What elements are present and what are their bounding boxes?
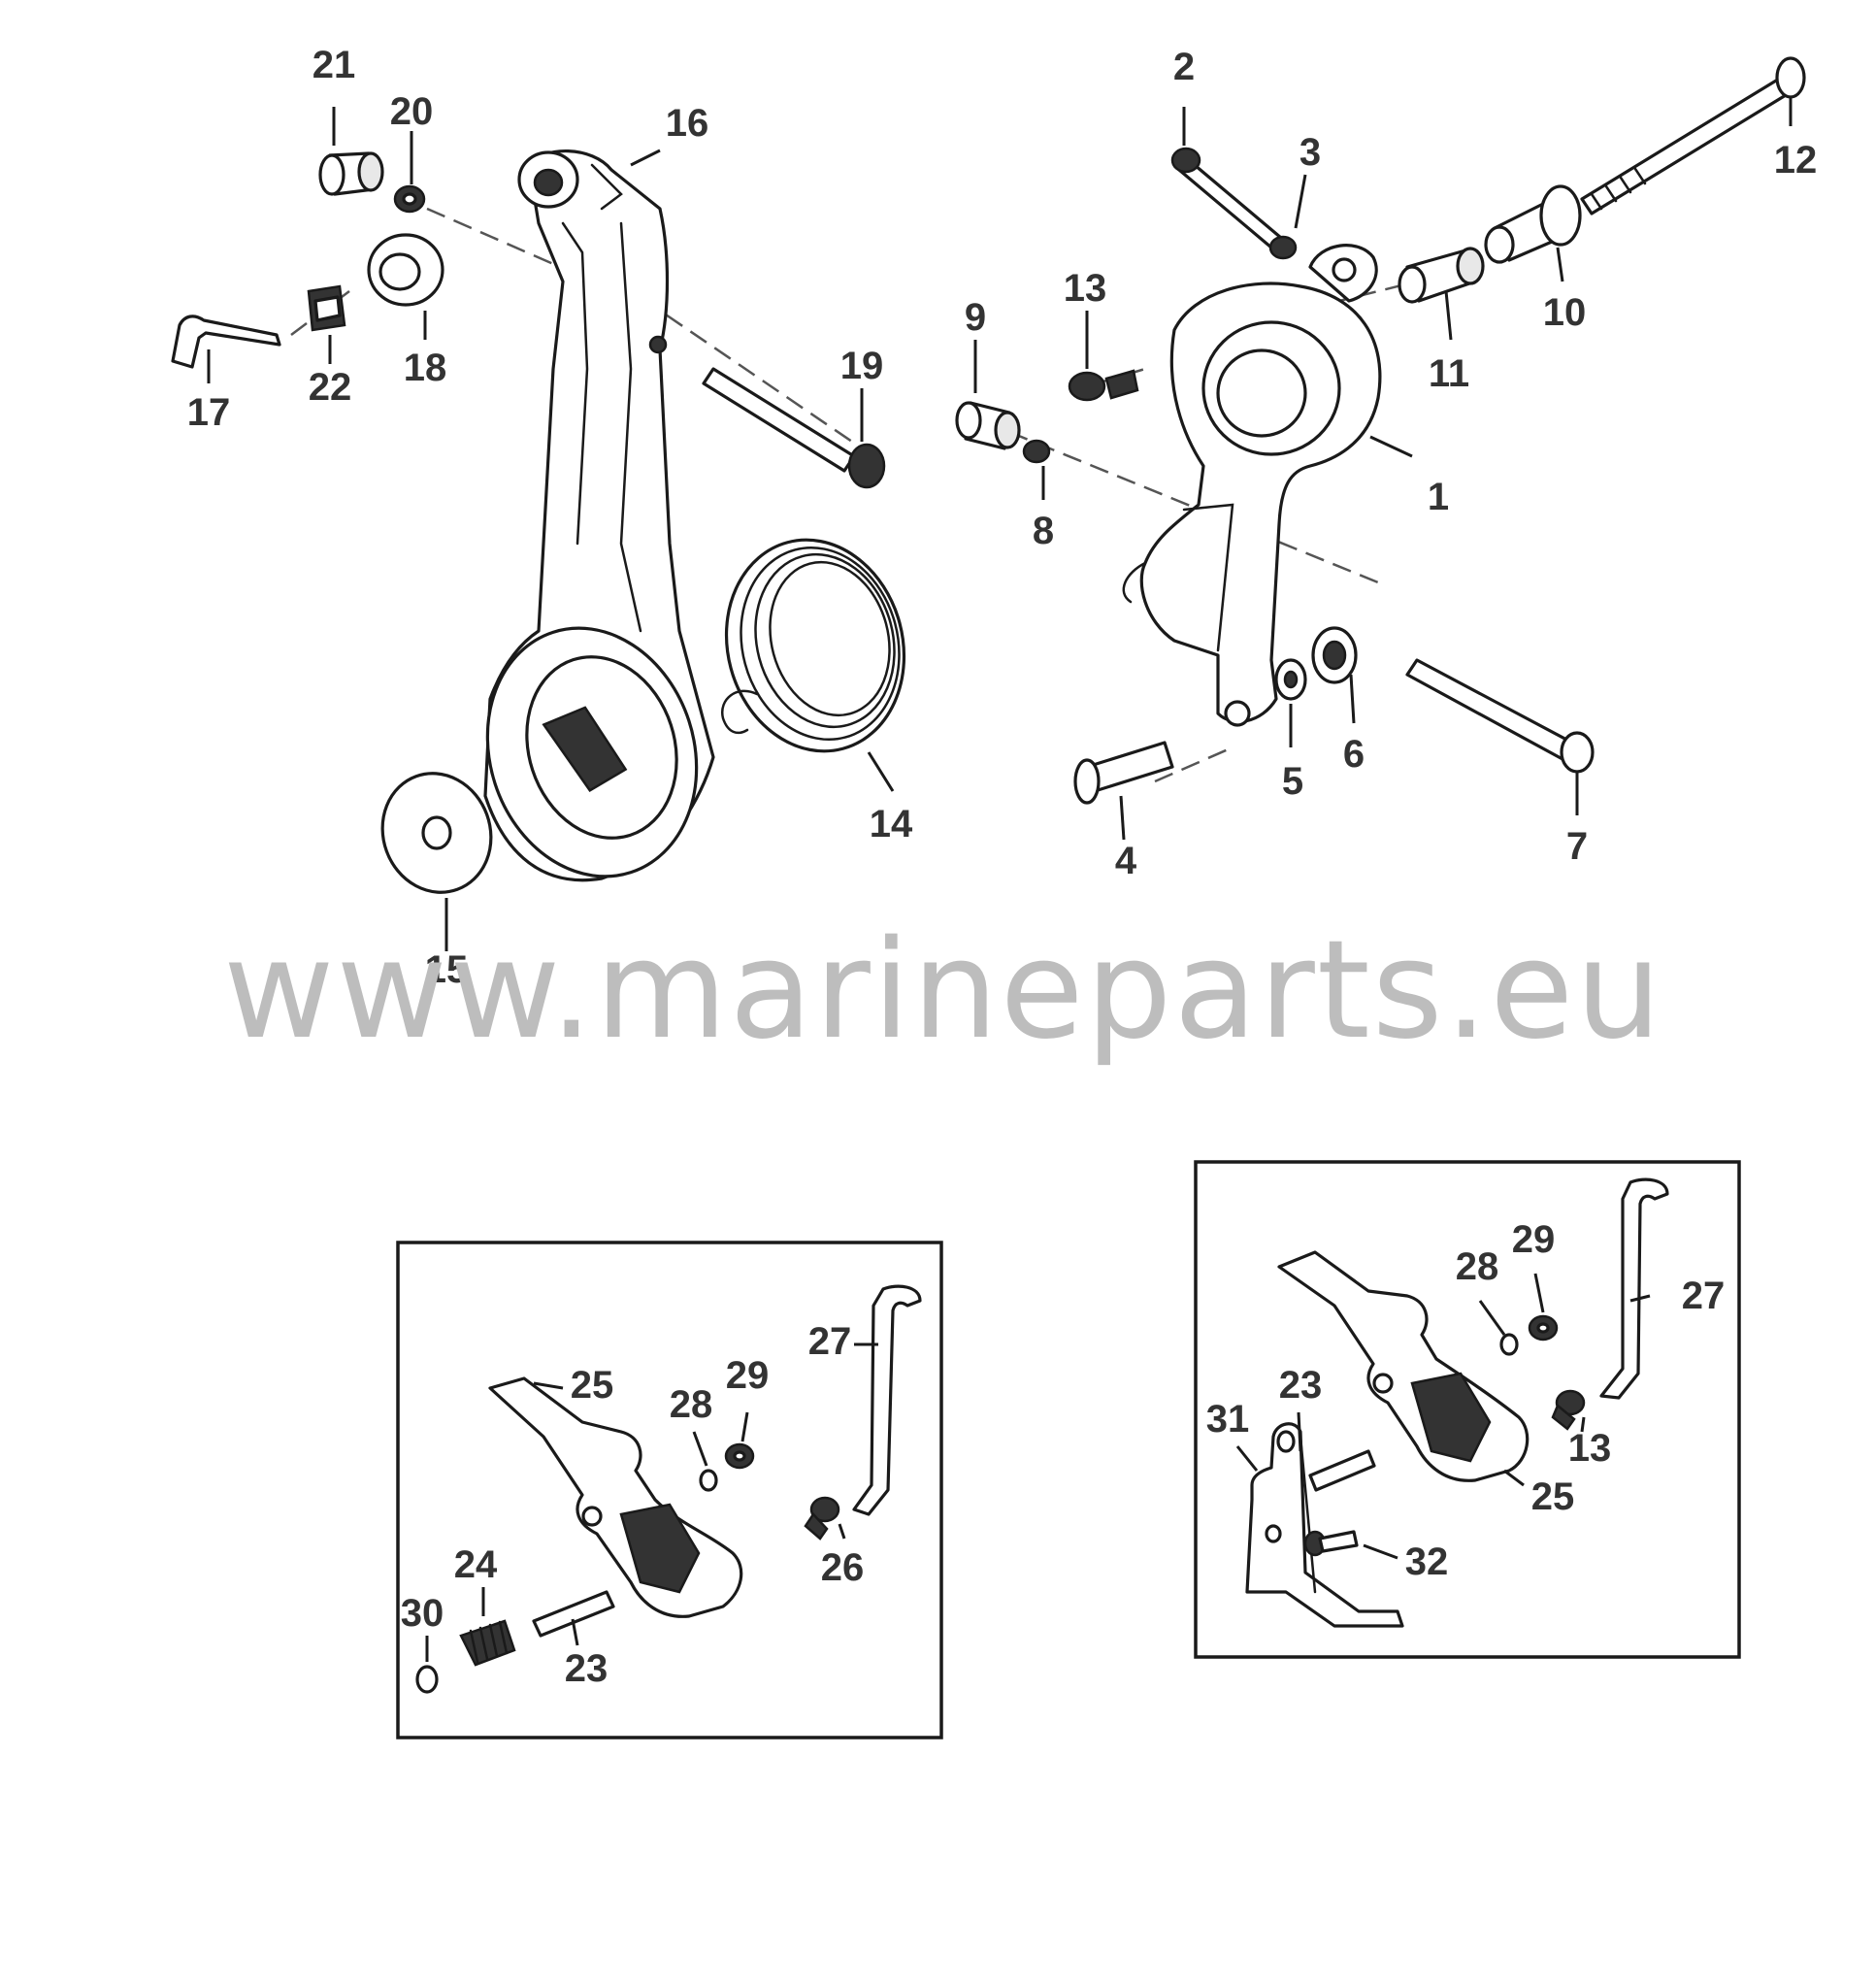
callout-3: 3 (1299, 131, 1321, 174)
callout-20: 20 (390, 90, 434, 133)
part-8-nut (1022, 439, 1051, 464)
callout-9: 9 (965, 296, 986, 339)
inset-a-part-23-pin (532, 1590, 615, 1638)
callout-6: 6 (1343, 733, 1365, 776)
inset-a-part-30-washer (415, 1665, 439, 1694)
inset-a-part-26-fastener (804, 1496, 840, 1541)
part-10-flanged-bushing (1484, 184, 1582, 264)
part-20-nut (393, 184, 426, 214)
inset-a-part-29-nut (724, 1442, 755, 1470)
part-11-bushing (1398, 247, 1485, 304)
callout-11: 11 (1429, 352, 1469, 395)
inset-b-part-31-bracket (1245, 1422, 1404, 1628)
part-12-long-bolt (1580, 56, 1806, 215)
inset-a-callout-23: 23 (565, 1647, 609, 1690)
inset-b-callout-28: 28 (1456, 1245, 1499, 1288)
inset-b-callout-13: 13 (1568, 1427, 1612, 1470)
callout-1: 1 (1428, 476, 1449, 518)
callout-19: 19 (840, 345, 884, 387)
inset-b-callout-27: 27 (1682, 1275, 1726, 1317)
part-2-bolt (1170, 147, 1283, 249)
inset-a-callout-26: 26 (821, 1546, 865, 1589)
callout-18: 18 (404, 347, 447, 389)
part-1-cam (1122, 244, 1382, 727)
callout-22: 22 (309, 366, 352, 409)
callout-17: 17 (187, 391, 231, 434)
inset-a-callout-30: 30 (401, 1592, 444, 1635)
inset-b-callout-31: 31 (1206, 1398, 1250, 1441)
inset-a-callout-28: 28 (670, 1383, 713, 1426)
inset-b-callout-29: 29 (1512, 1218, 1556, 1261)
part-14-spring (720, 538, 906, 753)
part-6-washer (1311, 626, 1358, 684)
inset-b-part-25-lever (1277, 1250, 1530, 1482)
right-assembly (955, 56, 1806, 841)
callout-15: 15 (425, 948, 469, 991)
inset-a-part-25-lever (488, 1376, 743, 1618)
inset-a (396, 1241, 943, 1740)
inset-b-callout-23: 23 (1279, 1364, 1323, 1407)
part-9-bushing (955, 401, 1021, 450)
inset-b (1194, 1160, 1741, 1659)
part-13-fastener (1068, 369, 1139, 402)
part-21-bushing (318, 151, 384, 196)
part-17-link-rod (171, 315, 281, 369)
callout-5: 5 (1282, 760, 1303, 803)
inset-a-part-27-rod (852, 1284, 922, 1516)
callout-13: 13 (1064, 267, 1107, 310)
callout-4: 4 (1115, 840, 1137, 882)
inset-b-callout-32: 32 (1405, 1541, 1449, 1583)
callout-21: 21 (312, 44, 356, 86)
inset-b-part-13-fastener (1551, 1389, 1586, 1431)
part-3-nut (1268, 235, 1298, 260)
part-22-clip (307, 284, 346, 332)
part-18-collar (367, 233, 444, 307)
part-16-hub (485, 626, 699, 878)
inset-a-part-28-washer (699, 1469, 718, 1492)
inset-b-callout-25: 25 (1531, 1475, 1575, 1518)
callout-10: 10 (1543, 291, 1587, 334)
inset-a-callout-29: 29 (726, 1354, 770, 1397)
watermark-text: www.marineparts.eu (223, 911, 1663, 1070)
callout-14: 14 (870, 803, 913, 845)
callout-8: 8 (1033, 510, 1054, 552)
callout-2: 2 (1173, 46, 1195, 88)
part-5-washer (1274, 658, 1307, 701)
inset-b-part-28-washer (1499, 1333, 1519, 1356)
inset-a-callout-24: 24 (454, 1543, 498, 1586)
inset-a-callout-27: 27 (808, 1320, 852, 1363)
inset-b-part-23-pin (1308, 1449, 1376, 1492)
inset-a-callout-25: 25 (571, 1364, 614, 1407)
callout-7: 7 (1566, 825, 1588, 868)
part-7-long-bolt (1405, 658, 1595, 774)
part-4-pin (1073, 741, 1174, 805)
callout-12: 12 (1774, 139, 1818, 182)
inset-b-part-32-bolt (1303, 1530, 1359, 1557)
callout-16: 16 (666, 102, 709, 145)
inset-b-part-27-rod (1599, 1177, 1669, 1400)
inset-b-part-29-nut (1528, 1314, 1559, 1342)
part-19-bolt (702, 367, 886, 489)
part-15-washer (380, 772, 493, 894)
left-assembly (171, 107, 906, 951)
inset-a-part-24-spring (459, 1619, 516, 1667)
